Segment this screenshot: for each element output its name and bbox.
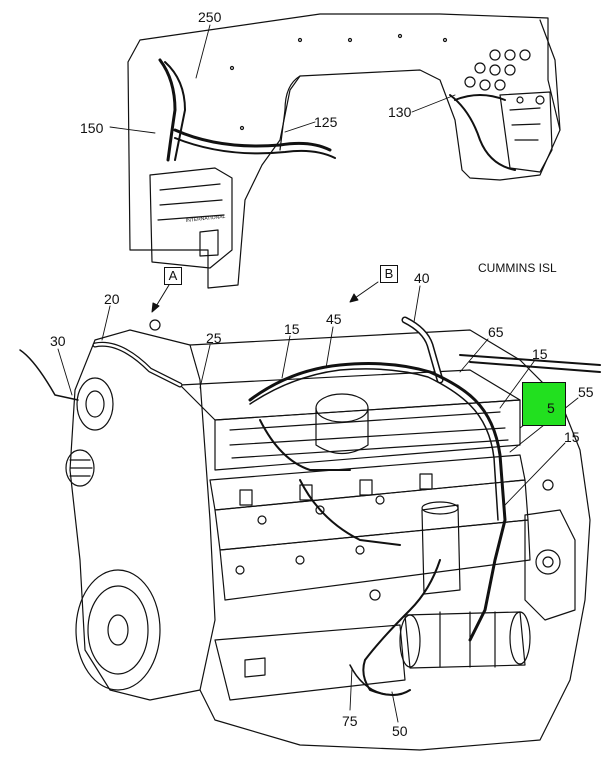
view-arrows xyxy=(151,281,379,313)
callout-15-lower-right: 15 xyxy=(564,429,580,445)
callout-5: 5 xyxy=(547,400,555,416)
callout-75: 75 xyxy=(342,713,358,729)
callout-150: 150 xyxy=(80,120,104,136)
view-label-b: B xyxy=(380,265,398,283)
callout-55: 55 xyxy=(578,384,594,400)
svg-text:INTERNATIONAL: INTERNATIONAL xyxy=(186,214,226,224)
highlighted-callout-5: 5 xyxy=(522,382,566,426)
callout-125: 125 xyxy=(314,114,338,130)
callout-250: 250 xyxy=(198,9,222,25)
bulkhead-inset: INTERNATIONAL xyxy=(127,13,561,289)
engine-assembly xyxy=(19,316,601,751)
callout-15-upper-right: 15 xyxy=(532,346,548,362)
callout-25: 25 xyxy=(206,330,222,346)
view-label-a: A xyxy=(164,267,182,285)
callout-30: 30 xyxy=(50,333,66,349)
callout-50: 50 xyxy=(392,723,408,739)
callout-130: 130 xyxy=(388,104,412,120)
callout-20: 20 xyxy=(104,291,120,307)
callout-40: 40 xyxy=(414,270,430,286)
callout-45: 45 xyxy=(326,311,342,327)
callout-65: 65 xyxy=(488,324,504,340)
callout-15-left: 15 xyxy=(284,321,300,337)
model-label: CUMMINS ISL xyxy=(478,261,557,275)
